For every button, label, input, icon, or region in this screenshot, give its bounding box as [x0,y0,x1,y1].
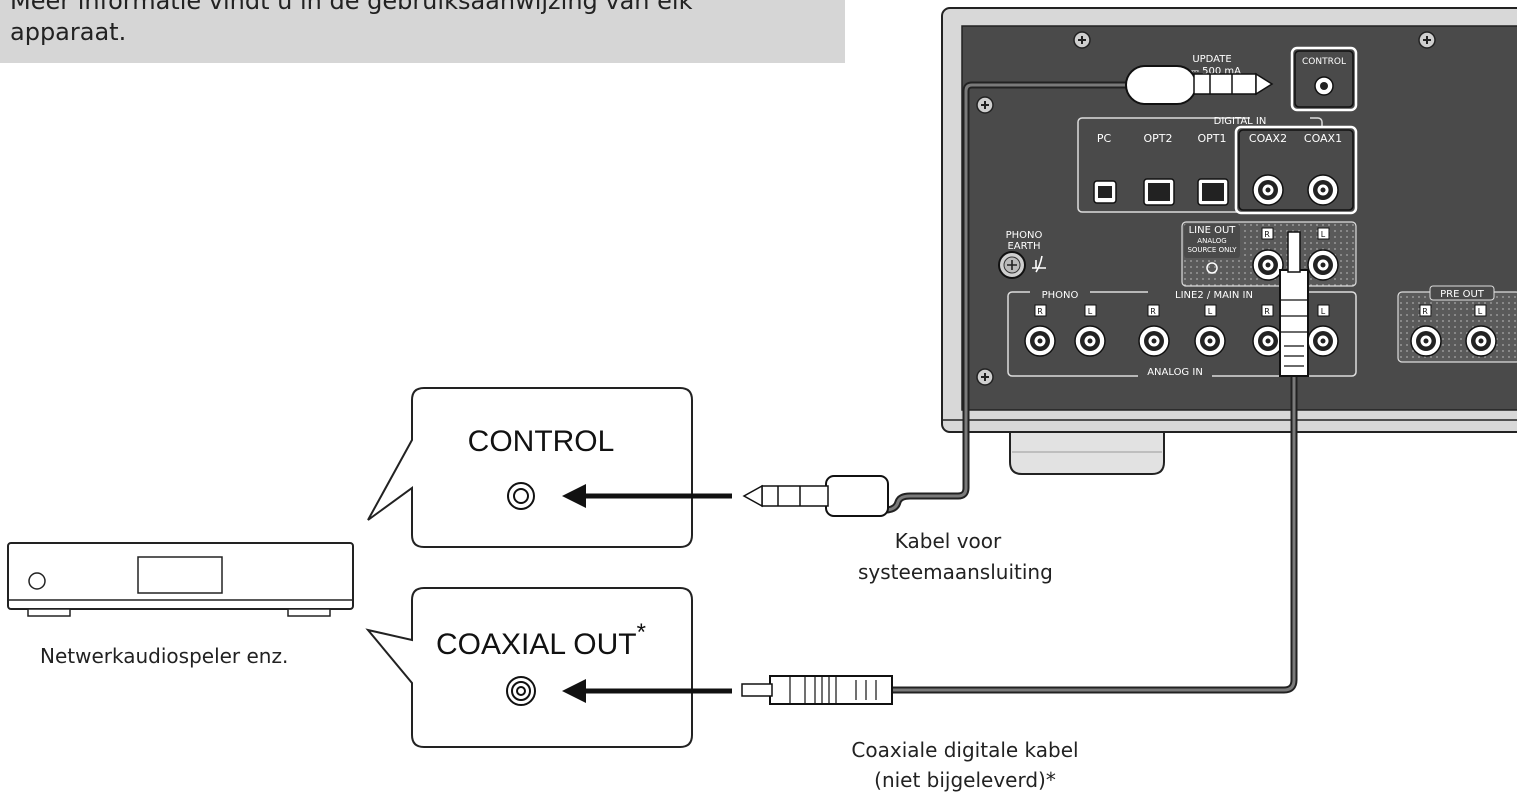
coaxial-digital-cable [741,231,1309,705]
line2-r-jack [1138,325,1170,357]
analog-in-label: ANALOG IN [1147,367,1203,378]
coaxial-out-callout-label: COAXIAL OUT* [436,619,646,661]
power-button-icon [28,572,46,590]
phono-r-jack [1024,325,1056,357]
line-out-sub-1: ANALOG [1197,237,1226,245]
arrow-left-icon [562,679,586,703]
input-label-coax1: COAX1 [1304,132,1342,145]
coaxial-out-callout: COAXIAL OUT* [365,587,732,748]
svg-text:L: L [1478,307,1483,316]
phono-earth-label-2: EARTH [1007,241,1040,252]
control-plug-body-external [825,475,889,517]
coax-cable-caption-1: Coaxiale digitale kabel [851,738,1079,762]
pre-out-r-jack [1410,325,1442,357]
line2-main-in-label: LINE2 / MAIN IN [1175,290,1253,301]
control-jack-label: CONTROL [1302,57,1346,67]
input-label-opt1: OPT1 [1197,132,1226,145]
phono-earth-label-1: PHONO [1006,230,1043,241]
channel-markers: R L R L R L [1034,304,1330,317]
svg-text:R: R [1264,307,1270,316]
svg-text:R: R [1150,307,1156,316]
info-note: Meer informatie vindt u in de gebruiksaa… [0,0,845,63]
coax2-jack [1252,174,1284,206]
screw-icon [976,96,994,114]
line-out-sub-2: SOURCE ONLY [1187,246,1237,254]
svg-text:L: L [1088,307,1093,316]
network-audio-player [7,542,354,617]
coax-plug-amp [1279,269,1309,377]
coax-cable-caption-2: (niet bijgeleverd)* [874,768,1056,792]
phono-label: PHONO [1042,290,1079,301]
input-label-opt2: OPT2 [1143,132,1172,145]
line-out-r-jack [1252,249,1284,281]
control-callout-label: CONTROL [468,425,615,458]
arrow-left-icon [562,484,586,508]
control-callout: CONTROL [367,387,732,548]
phono-l-jack [1074,325,1106,357]
pre-out-label: PRE OUT [1440,289,1485,300]
svg-text:R: R [1037,307,1043,316]
info-line-2: apparaat. [10,18,127,46]
main-in-r-jack [1252,325,1284,357]
svg-text:L: L [1321,307,1326,316]
amplifier-foot [1009,431,1165,475]
update-label: UPDATE [1192,54,1231,65]
input-label-pc: PC [1097,132,1112,145]
channel-r-label: R [1264,230,1270,239]
amplifier-rear-panel: UPDATE ⎓ 500 mA CONTROL DIGITAL IN PC OP… [941,7,1517,475]
screw-icon [1073,31,1091,49]
control-plug-body [1125,65,1197,105]
coax1-jack [1307,174,1339,206]
svg-text:R: R [1422,307,1428,316]
main-in-l-jack [1307,325,1339,357]
screw-icon [1418,31,1436,49]
system-connection-cable [742,65,1274,517]
line-out-l-jack [1307,249,1339,281]
line2-l-jack [1194,325,1226,357]
player-display [137,556,223,594]
digital-in-label: DIGITAL IN [1214,116,1267,127]
info-line-1: Meer informatie vindt u in de gebruiksaa… [10,0,693,15]
ground-icon [1032,255,1046,273]
update-current-label: ⎓ 500 mA [1191,66,1241,77]
system-cable-caption-1: Kabel voor [894,529,1002,553]
channel-l-label: L [1321,230,1326,239]
input-label-coax2: COAX2 [1249,132,1287,145]
system-cable-caption-2: systeemaansluiting [858,560,1053,584]
pre-out-l-jack [1465,325,1497,357]
coax-plug-external [769,675,893,705]
svg-text:L: L [1208,307,1213,316]
player-caption: Netwerkaudiospeler enz. [40,644,289,668]
screw-icon [976,368,994,386]
line-out-label: LINE OUT [1189,225,1237,236]
